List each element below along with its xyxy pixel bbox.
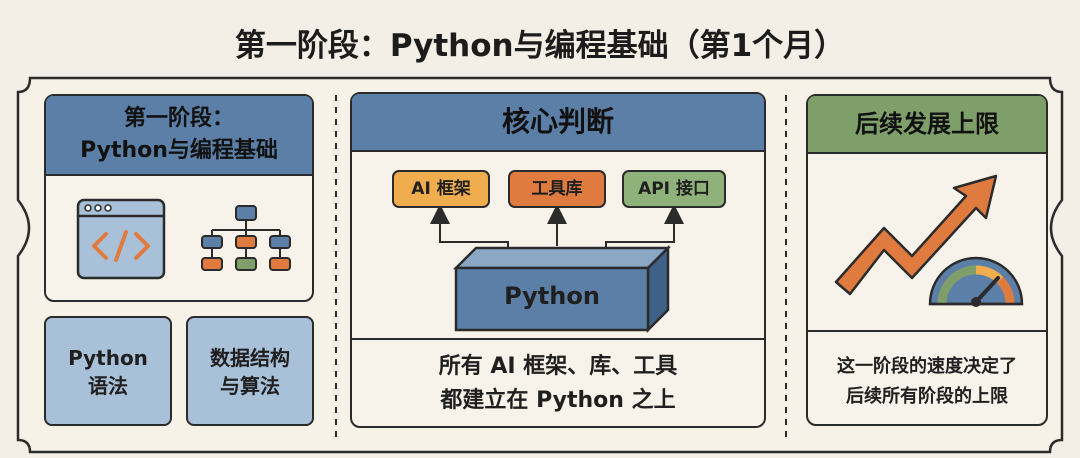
right-panel: 后续发展上限 这一阶段的速度决定了 后续所有阶段的上限 — [806, 94, 1048, 426]
left-heading-line2: Python与编程基础 — [80, 138, 278, 163]
left-heading-line1: 第一阶段： — [123, 106, 234, 131]
python-foundation-diagram — [430, 206, 684, 334]
card2-line2: 与算法 — [220, 374, 280, 398]
tag-api: API 接口 — [622, 170, 726, 208]
page-title: 第一阶段：Python与编程基础（第1个月） — [234, 28, 846, 64]
right-caption-line1: 这一阶段的速度决定了 — [837, 356, 1017, 377]
python-base-label: Python — [504, 282, 600, 310]
speedometer-icon — [928, 256, 1024, 307]
tree-structure-icon — [201, 205, 291, 271]
card-python-syntax: Python 语法 — [44, 316, 172, 426]
card1-line2: 语法 — [88, 374, 128, 398]
code-window-icon — [76, 198, 166, 280]
left-panel: 第一阶段： Python与编程基础 — [44, 94, 314, 302]
right-panel-heading: 后续发展上限 — [808, 96, 1046, 154]
tag-tool-library: 工具库 — [508, 170, 606, 208]
right-caption-line2: 后续所有阶段的上限 — [846, 386, 1008, 407]
right-caption: 这一阶段的速度决定了 后续所有阶段的上限 — [808, 352, 1046, 412]
card1-line1: Python — [68, 346, 148, 370]
left-panel-heading: 第一阶段： Python与编程基础 — [46, 96, 312, 176]
center-divider — [352, 338, 764, 340]
growth-arrow-icon — [834, 174, 998, 296]
center-panel: 核心判断 AI 框架 工具库 API 接口 Python 所有 AI 框架、库、… — [350, 92, 766, 428]
center-panel-heading: 核心判断 — [352, 94, 764, 152]
center-caption: 所有 AI 框架、库、工具 都建立在 Python 之上 — [352, 350, 764, 418]
center-caption-line1: 所有 AI 框架、库、工具 — [438, 354, 678, 379]
center-caption-line2: 都建立在 Python 之上 — [440, 388, 676, 413]
tag-ai-framework: AI 框架 — [392, 170, 490, 208]
card-data-structures: 数据结构 与算法 — [186, 316, 314, 426]
card2-line1: 数据结构 — [210, 346, 290, 370]
right-divider — [808, 330, 1046, 332]
